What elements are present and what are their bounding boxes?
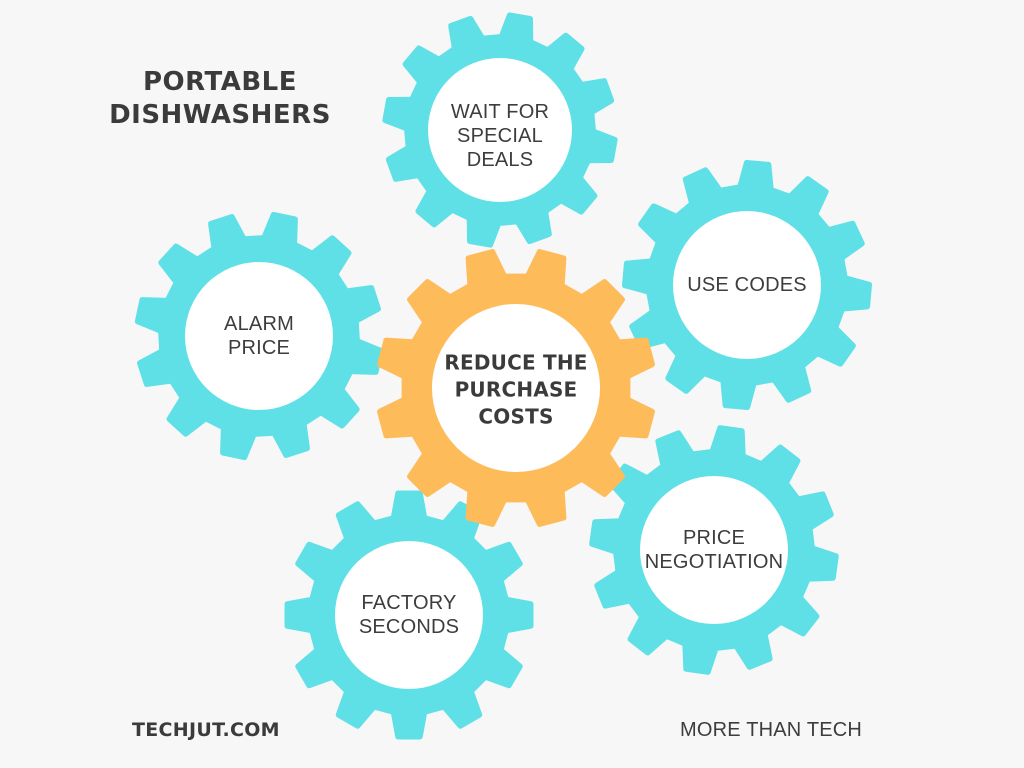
gear-use-codes — [622, 160, 872, 410]
gear-hub — [185, 262, 333, 410]
gear-wait-for-special-deals — [382, 12, 618, 248]
label-wait-for-special-deals: WAIT FOR SPECIAL DEALS — [451, 100, 549, 172]
label-line: ALARM — [224, 313, 294, 335]
gear-price-negotiation — [589, 425, 839, 675]
label-line: COSTS — [478, 404, 554, 429]
label-alarm-price: ALARM PRICE — [224, 312, 294, 360]
gear-hub — [335, 541, 483, 689]
label-line: REDUCE THE — [444, 350, 588, 375]
label-line: WAIT FOR — [450, 101, 550, 123]
label-line: USE CODES — [687, 274, 807, 296]
gear-center-reduce-costs — [377, 249, 655, 527]
gear-hub — [432, 304, 600, 472]
footer-site-name: TECHJUT.COM — [132, 719, 280, 741]
footer-tagline: MORE THAN TECH — [680, 719, 863, 741]
label-line: SPECIAL — [457, 125, 543, 147]
gear-hub — [673, 211, 821, 359]
title-line-1: PORTABLE — [143, 67, 297, 97]
page-title: PORTABLE DISHWASHERS — [100, 66, 340, 132]
gear-hub — [640, 476, 788, 624]
label-factory-seconds: FACTORY SECONDS — [359, 591, 459, 639]
label-reduce-purchase-costs: REDUCE THE PURCHASE COSTS — [444, 350, 587, 431]
label-line: NEGOTIATION — [644, 551, 784, 573]
label-line: PRICE — [227, 337, 291, 359]
label-use-codes: USE CODES — [687, 273, 807, 297]
title-line-2: DISHWASHERS — [109, 100, 331, 130]
gear-alarm-price — [134, 211, 384, 461]
label-line: PRICE — [682, 527, 746, 549]
gear-factory-seconds — [284, 490, 534, 740]
gear-hub — [428, 58, 572, 202]
label-line: PURCHASE — [454, 377, 578, 402]
label-price-negotiation: PRICE NEGOTIATION — [645, 526, 784, 574]
label-line: SECONDS — [358, 616, 460, 638]
label-line: FACTORY — [361, 592, 457, 614]
label-line: DEALS — [466, 149, 534, 171]
